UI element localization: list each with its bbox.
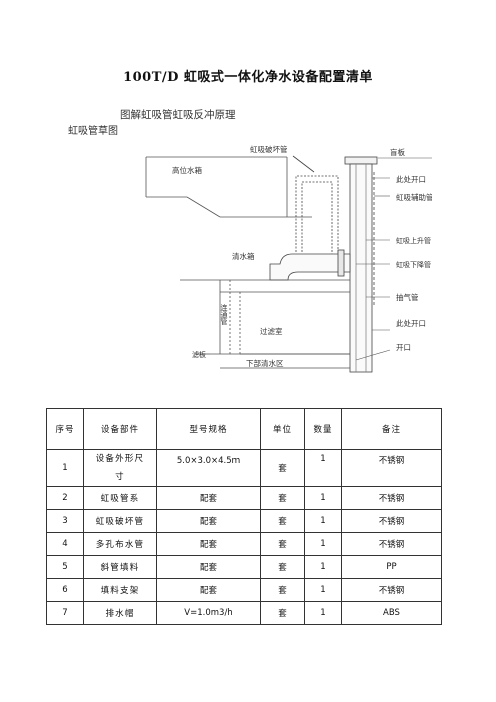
label-open-here-1: 此处开口	[396, 174, 426, 184]
cell-part: 斜管填料	[83, 555, 157, 579]
cell-unit: 套	[260, 601, 305, 625]
table-row: 5 斜管填料 配套 套 1 PP	[46, 555, 442, 579]
cell-qty: 1	[304, 555, 342, 579]
cell-part: 设备外形尺寸	[83, 449, 157, 487]
cell-no: 4	[46, 532, 84, 556]
header-unit: 单位	[260, 408, 305, 450]
label-filter-chamber: 过滤室	[260, 326, 283, 336]
cell-note: 不锈钢	[341, 509, 442, 533]
siphon-diagram: 图解虹吸管虹吸反冲原理 虹吸管草图 高位水箱 虹吸破坏管	[60, 92, 432, 382]
cell-no: 7	[46, 601, 84, 625]
label-blind-plate: 盲板	[390, 147, 405, 157]
header-note: 备注	[341, 408, 442, 450]
cell-qty: 1	[304, 486, 342, 510]
cell-unit: 套	[260, 509, 305, 533]
cell-part-text: 设备外形尺寸	[95, 454, 145, 482]
siphon-column	[344, 156, 378, 373]
label-lower-clear-zone: 下部清水区	[246, 358, 284, 368]
label-opening: 开口	[396, 343, 411, 352]
siphon-break-pipe	[292, 155, 339, 257]
cell-no: 5	[46, 555, 84, 579]
cell-qty: 1	[304, 532, 342, 556]
cell-no: 6	[46, 578, 84, 602]
cell-qty: 1	[304, 509, 342, 533]
label-siphon-break-pipe: 虹吸破坏管	[250, 144, 288, 154]
table-row: 3 虹吸破坏管 配套 套 1 不锈钢	[46, 509, 442, 533]
table-row: 4 多孔布水管 配套 套 1 不锈钢	[46, 532, 442, 556]
cell-part: 排水帽	[83, 601, 157, 625]
cell-unit: 套	[260, 555, 305, 579]
cell-qty: 1	[304, 601, 342, 625]
table-row: 2 虹吸管系 配套 套 1 不锈钢	[46, 486, 442, 510]
cell-unit: 套	[260, 486, 305, 510]
label-high-tank: 高位水箱	[172, 165, 202, 175]
cell-part: 虹吸破坏管	[83, 509, 157, 533]
table-row: 7 排水帽 V=1.0m3/h 套 1 ABS	[46, 601, 442, 625]
cell-note: 不锈钢	[341, 578, 442, 602]
cell-qty: 1	[304, 578, 342, 602]
cell-no: 1	[46, 449, 84, 487]
cell-part: 虹吸管系	[83, 486, 157, 510]
cell-part: 填料支架	[83, 578, 157, 602]
label-connecting-pipe: 连通管	[220, 303, 228, 326]
cell-note: PP	[341, 555, 442, 579]
header-qty: 数量	[304, 408, 342, 450]
cell-spec: 配套	[156, 486, 261, 510]
document-title: 100T/D 虹吸式一体化净水设备配置清单	[123, 70, 373, 85]
cell-spec: 5.0×3.0×4.5ｍ	[156, 449, 261, 487]
cell-qty: 1	[304, 449, 342, 487]
cell-unit: 套	[260, 449, 305, 487]
cell-spec: 配套	[156, 555, 261, 579]
cell-part: 多孔布水管	[83, 532, 157, 556]
cell-note: 不锈钢	[341, 449, 442, 487]
cell-spec: 配套	[156, 578, 261, 602]
cell-note: 不锈钢	[341, 486, 442, 510]
label-siphon-down-pipe: 虹吸下降管	[396, 260, 431, 269]
figure-heading: 图解虹吸管虹吸反冲原理	[120, 108, 236, 121]
table-row: 1 设备外形尺寸 5.0×3.0×4.5ｍ 套 1 不锈钢	[46, 449, 442, 487]
cell-no: 2	[46, 486, 84, 510]
label-siphon-up-pipe: 虹吸上升管	[396, 236, 431, 245]
cell-unit: 套	[260, 578, 305, 602]
table-row: 6 填料支架 配套 套 1 不锈钢	[46, 578, 442, 602]
cell-spec: 配套	[156, 509, 261, 533]
cell-note: ABS	[341, 601, 442, 625]
filter-structure	[180, 279, 350, 369]
header-spec: 型号规格	[156, 408, 261, 450]
label-clear-tank: 清水箱	[232, 251, 255, 261]
header-part: 设备部件	[83, 408, 157, 450]
figure-subheading: 虹吸管草图	[68, 124, 118, 137]
connection-pipe	[269, 249, 351, 281]
siphon-diagram-svg: 图解虹吸管虹吸反冲原理 虹吸管草图 高位水箱 虹吸破坏管	[68, 108, 432, 373]
configuration-table: 序号 设备部件 型号规格 单位 数量 备注 1 设备外形尺寸 5.0×3.0×4…	[46, 408, 442, 625]
high-tank	[145, 156, 312, 218]
label-siphon-aux-pipe: 虹吸辅助管	[396, 192, 432, 202]
cell-no: 3	[46, 509, 84, 533]
header-no: 序号	[46, 408, 84, 450]
table-header-row: 序号 设备部件 型号规格 单位 数量 备注	[46, 408, 442, 450]
cell-spec: 配套	[156, 532, 261, 556]
callout-lines	[355, 157, 432, 361]
cell-unit: 套	[260, 532, 305, 556]
label-suction-pipe: 抽气管	[396, 292, 419, 302]
cell-note: 不锈钢	[341, 532, 442, 556]
label-open-here-2: 此处开口	[396, 318, 426, 328]
label-filter-plate: 滤板	[192, 350, 206, 359]
cell-spec: V=1.0m3/h	[156, 601, 261, 625]
